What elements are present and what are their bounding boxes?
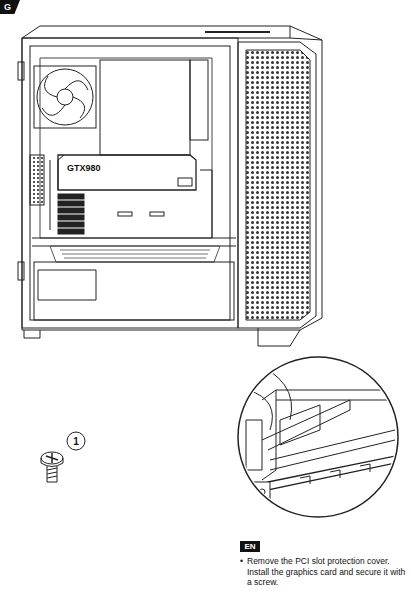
bullet: • [240,556,248,567]
pci-slot-cover [58,201,84,206]
instruction-text: Remove the PCI slot protection cover. In… [247,556,407,588]
node-text: 1 [73,436,79,447]
node-text: G [4,2,11,12]
card-label: GTX980 [66,163,102,174]
pci-slot-cover [58,208,84,213]
pci-slot-cover [58,194,84,199]
pci-slot-cover [58,229,84,234]
section-tab: G [0,0,20,14]
callout-number: 1 [68,433,84,449]
pci-slot-cover [58,222,84,227]
language-badge: EN [240,541,260,552]
pci-slot-cover [58,215,84,220]
node-text: EN [244,542,255,551]
